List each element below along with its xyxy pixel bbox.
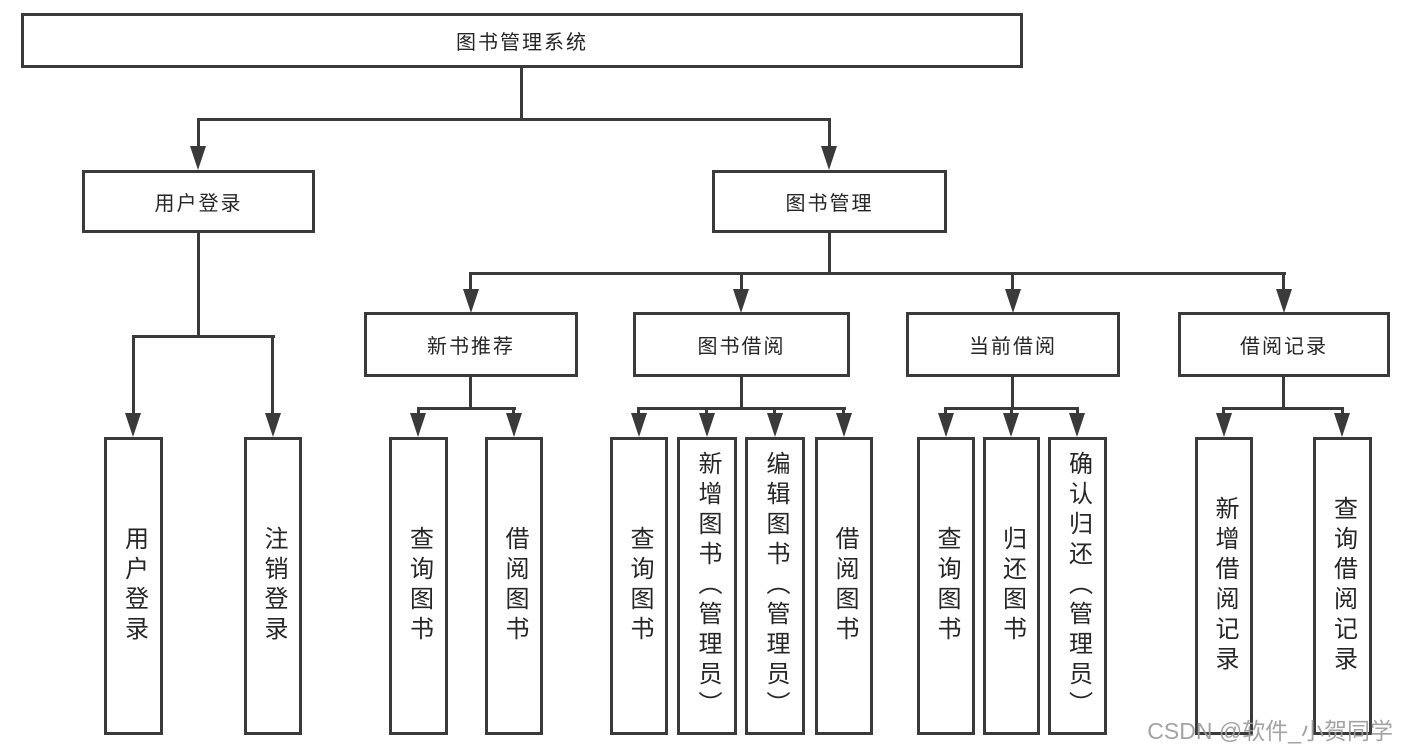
connector-login-split-h (132, 335, 275, 338)
leaf-edit-book-admin-label: 编辑图书（管理员） (762, 451, 789, 721)
arrow-down-icon (836, 413, 852, 437)
connector-g4-leaf1-v (1222, 407, 1225, 417)
leaf-query-borrow-record: 查询借阅记录 (1313, 437, 1372, 735)
connector-g3-leaf3-v (1076, 407, 1079, 417)
node-current-borrow-label: 当前借阅 (969, 336, 1057, 358)
connector-root-stub-v (520, 68, 523, 121)
connector-login-leaf2-v (271, 335, 274, 417)
connector-g1-down-v (469, 377, 472, 410)
leaf-confirm-return-admin: 确认归还（管理员） (1048, 437, 1107, 735)
node-new-book-rec-label: 新书推荐 (427, 336, 515, 358)
leaf-user-login-label: 用户登录 (120, 526, 148, 646)
connector-g3-down-v (1011, 377, 1014, 410)
arrow-down-icon (125, 413, 141, 437)
arrow-down-icon (699, 413, 715, 437)
node-root-label: 图书管理系统 (456, 32, 588, 54)
connector-g4-leaf2-v (1341, 407, 1344, 417)
connector-g4-down-v (1282, 377, 1285, 410)
connector-group3-stem-v (1011, 272, 1014, 292)
connector-g1-leaf2-v (512, 407, 515, 417)
connector-group4-stem-v (1282, 272, 1285, 292)
leaf-edit-book-admin: 编辑图书（管理员） (745, 437, 805, 735)
arrow-down-icon (1069, 413, 1085, 437)
connector-mgmt-split-h (469, 272, 1286, 275)
leaf-borrow-books-2: 借阅图书 (815, 437, 873, 735)
node-user-login-label: 用户登录 (154, 193, 243, 215)
arrow-down-icon (190, 146, 206, 170)
connector-g1-split-h (417, 407, 516, 410)
leaf-borrow-books-rec: 借阅图书 (485, 437, 543, 735)
leaf-add-book-admin-label: 新增图书（管理员） (694, 451, 721, 721)
leaf-return-book-label: 归还图书 (998, 526, 1026, 646)
leaf-query-books-rec-label: 查询图书 (405, 526, 433, 646)
connector-g2-leaf4-v (842, 407, 845, 417)
arrow-down-icon (1216, 413, 1232, 437)
arrow-down-icon (1003, 413, 1019, 437)
connector-g1-leaf1-v (417, 407, 420, 417)
leaf-logout-label: 注销登录 (260, 526, 287, 646)
leaf-return-book: 归还图书 (983, 437, 1040, 735)
leaf-query-borrow-record-label: 查询借阅记录 (1329, 496, 1357, 676)
connector-group2-stem-v (740, 272, 743, 292)
node-book-borrow-label: 图书借阅 (697, 336, 786, 358)
connector-g2-down-v (740, 377, 743, 410)
node-new-book-rec: 新书推荐 (364, 312, 578, 377)
arrow-down-icon (1276, 289, 1292, 313)
connector-g2-leaf3-v (773, 407, 776, 417)
leaf-add-borrow-record-label: 新增借阅记录 (1211, 496, 1238, 676)
connector-mgmt-stem-v (828, 118, 831, 148)
arrow-down-icon (1005, 289, 1021, 313)
arrow-down-icon (506, 413, 522, 437)
connector-login-stem-v (197, 118, 200, 148)
node-user-login: 用户登录 (82, 170, 315, 233)
leaf-user-login: 用户登录 (104, 437, 163, 735)
leaf-logout: 注销登录 (244, 437, 302, 735)
arrow-down-icon (821, 146, 837, 170)
connector-login-leaf1-v (132, 335, 135, 417)
node-book-borrow: 图书借阅 (633, 312, 850, 377)
leaf-query-books-borrow: 查询图书 (610, 437, 668, 735)
arrow-down-icon (1334, 413, 1350, 437)
connector-login-down-v (197, 233, 200, 337)
connector-g2-split-h (637, 407, 846, 410)
leaf-query-books-rec: 查询图书 (389, 437, 448, 735)
node-borrow-records: 借阅记录 (1178, 312, 1390, 377)
leaf-query-books-current-label: 查询图书 (933, 526, 960, 646)
connector-g3-leaf2-v (1010, 407, 1013, 417)
connector-group1-stem-v (469, 272, 472, 292)
leaf-add-borrow-record: 新增借阅记录 (1195, 437, 1253, 735)
csdn-watermark: CSDN @软件_小贺同学 (1147, 718, 1393, 744)
connector-g2-leaf1-v (637, 407, 640, 417)
arrow-down-icon (463, 289, 479, 313)
leaf-borrow-books-2-label: 借阅图书 (831, 526, 858, 646)
node-book-mgmt-label: 图书管理 (785, 193, 874, 215)
leaf-borrow-books-rec-label: 借阅图书 (501, 526, 528, 646)
leaf-confirm-return-admin-label: 确认归还（管理员） (1064, 451, 1092, 721)
arrow-down-icon (767, 413, 783, 437)
node-book-mgmt: 图书管理 (712, 170, 947, 233)
connector-g2-leaf2-v (705, 407, 708, 417)
leaf-query-books-current: 查询图书 (917, 437, 975, 735)
leaf-query-books-borrow-label: 查询图书 (626, 526, 653, 646)
node-current-borrow: 当前借阅 (906, 312, 1120, 377)
node-root: 图书管理系统 (21, 13, 1023, 68)
arrow-down-icon (631, 413, 647, 437)
connector-level2-split-h (197, 118, 831, 121)
node-borrow-records-label: 借阅记录 (1240, 336, 1328, 358)
arrow-down-icon (733, 289, 749, 313)
connector-mgmt-down-v (828, 233, 831, 275)
connector-g4-split-h (1222, 407, 1344, 410)
arrow-down-icon (265, 413, 281, 437)
arrow-down-icon (938, 413, 954, 437)
connector-g3-leaf1-v (944, 407, 947, 417)
arrow-down-icon (410, 413, 426, 437)
leaf-add-book-admin: 新增图书（管理员） (677, 437, 737, 735)
